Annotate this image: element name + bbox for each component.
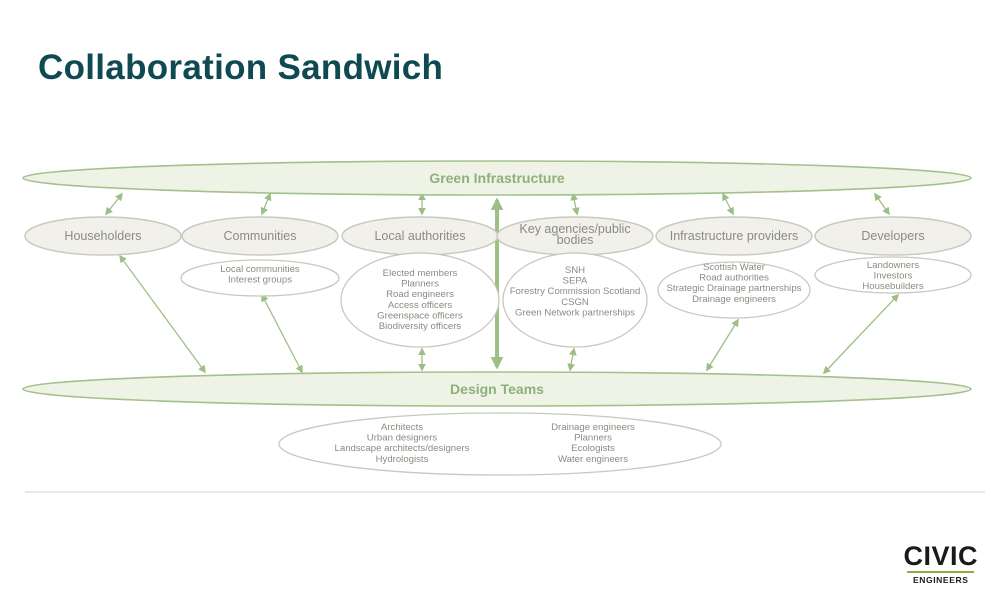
design-team-member: Ecologists [571,443,615,454]
stakeholder-detail: Forestry Commission Scotland [510,286,641,297]
logo-bar [907,571,974,573]
stakeholder-5: DevelopersLandownersInvestorsHousebuilde… [814,216,972,294]
design-team-member: Planners [574,433,612,444]
design-team-member: Architects [381,422,423,433]
stakeholder-details-ellipse [657,261,811,319]
stakeholder-detail: Strategic Drainage partnerships [667,283,802,294]
stakeholder-label: Developers [861,229,924,243]
logo-main-text: CIVIC [903,541,978,571]
green-infrastructure-label: Green Infrastructure [429,170,565,186]
arrow-developers-dt [822,293,900,375]
design-team-member: Landscape architects/designers [335,443,470,454]
stakeholder-label: Householders [64,229,141,243]
stakeholder-details-ellipse [502,252,648,348]
arrow-gi-key-agencies [570,192,580,216]
stakeholder-detail: CSGN [561,297,589,308]
stakeholder-detail: Landowners [867,260,919,271]
stakeholder-detail: Drainage engineers [692,294,776,305]
stakeholder-label: bodies [557,233,594,247]
stakeholder-detail: Elected members [383,268,458,279]
design-team-member: Water engineers [558,454,628,465]
page-title: Collaboration Sandwich [38,48,444,87]
stakeholder-label: Local authorities [374,229,465,243]
stakeholder-detail: Local communities [220,264,300,275]
arrows [105,192,900,375]
stakeholder-details-ellipse [340,252,500,348]
stakeholder-details-ellipse [814,256,972,294]
arrow-communities-dt [261,293,303,374]
stakeholder-ellipse [181,216,339,256]
arrow-householders-dt [119,254,206,374]
stakeholder-ellipse [24,216,182,256]
arrow-infrastructure-providers-dt [706,318,739,372]
design-teams-label: Design Teams [450,381,544,397]
design-teams-ellipse [22,371,972,407]
arrow-gi-householders [105,192,123,216]
arrow-key-agencies-dt [567,347,577,372]
stakeholder-ellipse [814,216,972,256]
design-team-members-ellipse [278,412,722,476]
stakeholder-detail: Access officers [388,300,453,311]
stakeholder-detail: Interest groups [228,275,292,286]
stakeholder-details-ellipse [180,259,340,297]
stakeholder-detail: Green Network partnerships [515,307,635,318]
green-infrastructure-ellipse [22,160,972,196]
stakeholder-label: Communities [224,229,297,243]
stakeholder-detail: Biodiversity officers [379,321,462,332]
stakeholder-label: Key agencies/public [519,222,630,236]
arrow-gi-infrastructure-providers [722,192,734,216]
stakeholder-label: Infrastructure providers [670,229,799,243]
arrow-gi-developers [874,192,890,216]
design-team-member: Hydrologists [376,454,429,465]
green-infrastructure-band: Green Infrastructure [22,160,972,196]
stakeholder-detail: Investors [874,271,913,282]
stakeholder-detail: Road authorities [699,273,769,284]
logo-sub-text: ENGINEERS [913,575,969,585]
stakeholder-detail: Housebuilders [862,281,924,292]
stakeholder-detail: Planners [401,279,439,290]
design-teams-band: Design Teams [22,371,972,407]
stakeholder-3: Key agencies/publicbodiesSNHSEPAForestry… [496,216,654,348]
stakeholder-detail: Greenspace officers [377,310,463,321]
stakeholder-detail: Scottish Water [703,262,766,273]
design-team-member: Urban designers [367,433,438,444]
stakeholder-detail: SEPA [563,276,588,287]
stakeholder-detail: SNH [565,265,585,276]
stakeholder-detail: Road engineers [386,289,454,300]
stakeholder-0: Householders [24,216,182,256]
civic-engineers-logo: CIVIC ENGINEERS [903,542,978,585]
stakeholder-ellipse [655,216,813,256]
design-team-member: Drainage engineers [551,422,635,433]
arrow-gi-communities [260,192,272,216]
